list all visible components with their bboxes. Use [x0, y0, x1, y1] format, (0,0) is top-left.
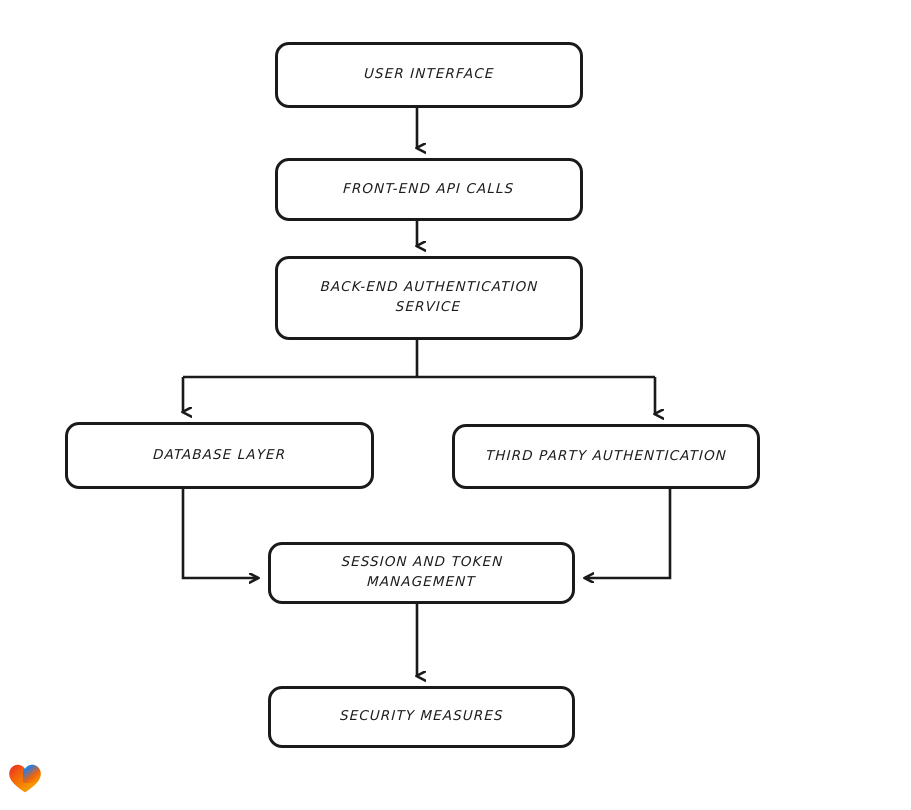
- node-session-and-token-management[interactable]: Session and Token Management: [268, 542, 575, 604]
- heart-icon: [9, 764, 41, 793]
- node-database-layer[interactable]: Database Layer: [65, 422, 374, 489]
- node-frontend-api-calls[interactable]: Front-End API Calls: [275, 158, 583, 221]
- node-session-and-token-management-label: Session and Token Management: [340, 554, 504, 590]
- edge-database-to-session: [181, 489, 258, 578]
- edge-thirdparty-to-session: [585, 489, 672, 578]
- node-security-measures-label: Security Measures: [339, 708, 504, 725]
- node-user-interface-label: User Interface: [363, 66, 495, 83]
- node-database-layer-label: Database Layer: [152, 446, 287, 463]
- node-security-measures[interactable]: Security Measures: [268, 686, 575, 748]
- node-backend-authentication-service[interactable]: Back-End Authentication Service: [275, 256, 583, 340]
- node-backend-authentication-service-label: Back-End Authentication Service: [320, 279, 539, 315]
- node-third-party-authentication-label: Third Party Authentication: [485, 447, 727, 464]
- node-frontend-api-calls-label: Front-End API Calls: [343, 180, 516, 197]
- node-user-interface[interactable]: User Interface: [275, 42, 583, 108]
- node-third-party-authentication[interactable]: Third Party Authentication: [452, 424, 760, 489]
